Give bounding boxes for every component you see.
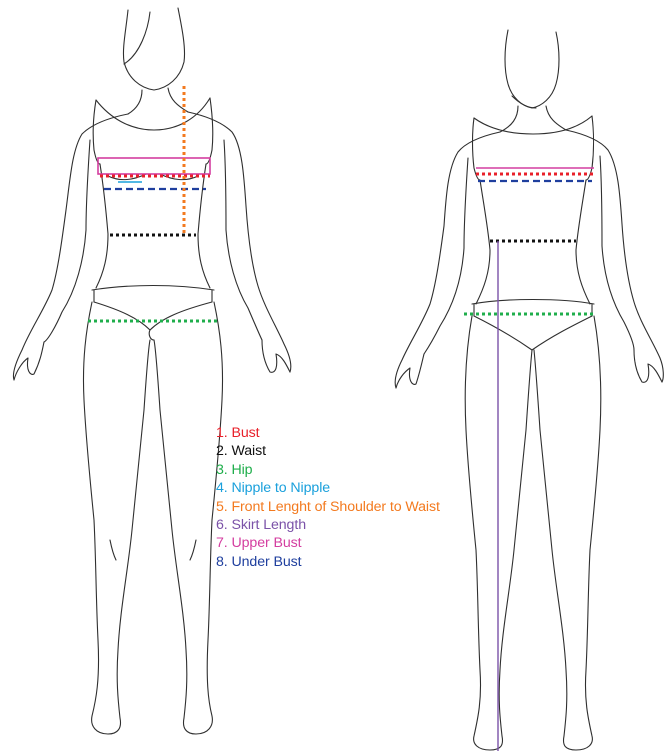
legend-item-nipple-to-nipple: 4. Nipple to Nipple	[216, 479, 440, 497]
front-figure	[13, 8, 290, 734]
legend-item-hip: 3. Hip	[216, 461, 440, 479]
back-figure	[395, 30, 663, 750]
measurement-legend: 1. Bust 2. Waist 3. Hip 4. Nipple to Nip…	[216, 424, 440, 571]
front-upper-bust-line	[98, 158, 210, 174]
measurement-lines	[88, 86, 594, 751]
legend-item-shoulder-to-waist: 5. Front Lenght of Shoulder to Waist	[216, 498, 440, 516]
legend-item-upper-bust: 7. Upper Bust	[216, 534, 440, 552]
legend-item-under-bust: 8. Under Bust	[216, 553, 440, 571]
legend-item-skirt-length: 6. Skirt Length	[216, 516, 440, 534]
legend-item-waist: 2. Waist	[216, 442, 440, 460]
legend-item-bust: 1. Bust	[216, 424, 440, 442]
